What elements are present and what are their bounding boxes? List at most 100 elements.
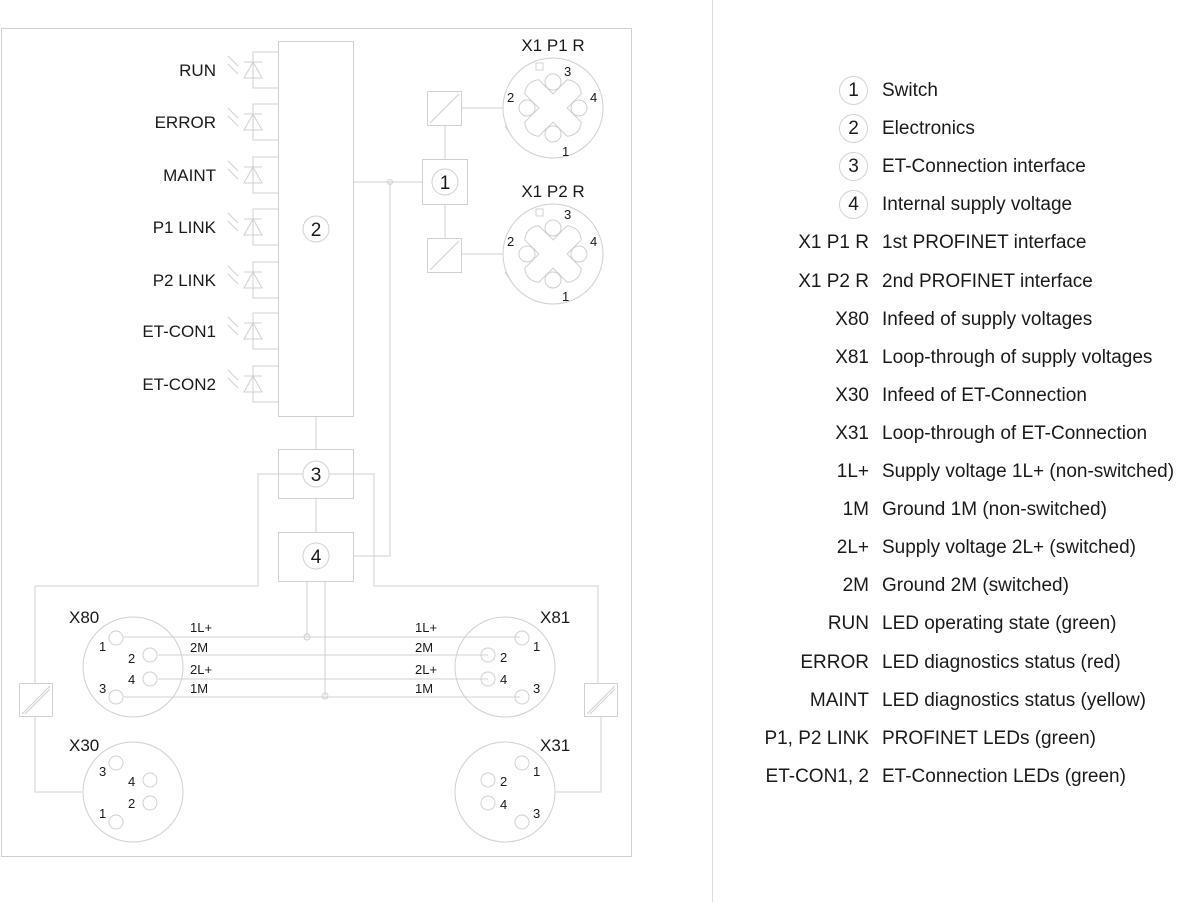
legend-description: Supply voltage 2L+ (switched) [882, 537, 1137, 559]
led-label: ERROR [155, 113, 216, 132]
switch-number: 1 [440, 173, 451, 194]
wire-label-2m: 2M [190, 640, 208, 655]
wire-label-1l: 1L+ [190, 620, 212, 635]
pin-label: 1 [533, 764, 540, 779]
legend-description: Electronics [882, 118, 975, 140]
legend-description: Infeed of ET-Connection [882, 384, 1087, 406]
port-x80: X80 1 2 4 3 [69, 608, 184, 718]
led-et-con2: ET-CON2 [142, 365, 278, 403]
electronics-marker [302, 215, 330, 243]
led-p1-link: P1 LINK [153, 208, 278, 246]
port-label: X81 [540, 608, 570, 627]
wire-label-1l: 1L+ [415, 620, 437, 635]
pin-label: 4 [590, 234, 597, 249]
port-label: X31 [540, 736, 570, 755]
led-label: RUN [179, 61, 216, 80]
legend-description: ET-Connection LEDs (green) [882, 765, 1126, 787]
legend-row: X81 Loop-through of supply voltages [740, 347, 1200, 385]
legend-key: 1L+ [836, 461, 869, 482]
legend-key: 2M [842, 575, 869, 597]
port-x81: X81 1 2 4 3 [454, 608, 570, 718]
legend-description: 1st PROFINET interface [882, 232, 1087, 254]
et-connection-number: 3 [311, 465, 322, 486]
pin-label: 3 [564, 64, 571, 79]
legend-description: Loop-through of ET-Connection [882, 422, 1148, 444]
pin-label: 3 [533, 681, 540, 696]
legend-row: 2 Electronics [740, 114, 1200, 156]
legend-description: Ground 1M (non-switched) [882, 499, 1107, 521]
legend-row: 1L+ Supply voltage 1L+ (non-switched) [740, 461, 1200, 499]
electronics-number: 2 [311, 220, 322, 241]
panel-divider [712, 0, 713, 902]
pin-label: 2 [500, 774, 507, 789]
legend-description: Ground 2M (switched) [882, 575, 1069, 597]
transformer-x31 [555, 683, 618, 793]
legend-description: LED diagnostics status (red) [882, 651, 1121, 673]
legend-marker: 2 [839, 114, 868, 144]
legend-description: 2nd PROFINET interface [882, 270, 1093, 292]
legend-key: ET-CON1, 2 [765, 765, 869, 787]
transformer-p1 [427, 91, 503, 126]
pin-label: 3 [99, 764, 106, 779]
led-label: ET-CON2 [142, 375, 216, 394]
legend-marker: 1 [839, 76, 868, 105]
pin-label: 3 [99, 681, 106, 696]
pin-label: 4 [128, 672, 135, 687]
pin-label: 2 [128, 651, 135, 666]
legend-row: X31 Loop-through of ET-Connection [740, 423, 1200, 461]
wire-label-1m: 1M [415, 681, 433, 696]
legend-key: X30 [835, 384, 869, 406]
pin-label: 2 [128, 796, 135, 811]
legend-key: X80 [835, 308, 869, 330]
led-error: ERROR [155, 103, 278, 141]
legend-key: MAINT [809, 689, 869, 711]
pin-label: 4 [590, 90, 597, 105]
wire-label-2l: 2L+ [190, 662, 212, 677]
led-label: P1 LINK [153, 218, 217, 237]
pin-label: 2 [507, 234, 514, 249]
legend-description: PROFINET LEDs (green) [882, 727, 1096, 749]
led-p2-link: P2 LINK [153, 261, 278, 299]
pin-label: 3 [564, 207, 571, 222]
legend-row: ET-CON1, 2 ET-Connection LEDs (green) [740, 766, 1200, 804]
led-label: ET-CON1 [142, 322, 216, 341]
legend-row: X30 Infeed of ET-Connection [740, 385, 1200, 423]
wire-label-2m: 2M [415, 640, 433, 655]
legend-row: 2M Ground 2M (switched) [740, 575, 1200, 613]
legend-key: 1M [842, 499, 869, 521]
pin-label: 4 [128, 774, 135, 789]
pin-label: 4 [500, 797, 507, 812]
pin-label: 2 [500, 650, 507, 665]
legend-key: X81 [835, 346, 869, 368]
module-frame [1, 28, 632, 857]
pin-label: 1 [562, 144, 569, 159]
pin-label: 4 [500, 672, 507, 687]
supply-block [278, 532, 354, 582]
legend-description: Supply voltage 1L+ (non-switched) [882, 461, 1175, 482]
legend-description: Switch [882, 80, 938, 101]
port-x30: X30 3 4 2 1 [69, 736, 184, 843]
port-label: X30 [69, 736, 99, 755]
wire-label-1m: 1M [190, 681, 208, 696]
legend-row: 1 Switch [740, 76, 1200, 118]
supply-number: 4 [311, 547, 322, 568]
transformer-x30 [19, 683, 82, 793]
port-x1p1: X1 P1 R 3 2 4 1 [502, 36, 604, 159]
legend-key: 2L+ [836, 537, 869, 559]
legend-description: ET-Connection interface [882, 156, 1086, 178]
pin-label: 2 [507, 90, 514, 105]
legend-description: Loop-through of supply voltages [882, 346, 1153, 368]
legend-marker: 4 [839, 190, 868, 220]
port-label: X80 [69, 608, 99, 627]
legend-key: X31 [835, 422, 869, 444]
